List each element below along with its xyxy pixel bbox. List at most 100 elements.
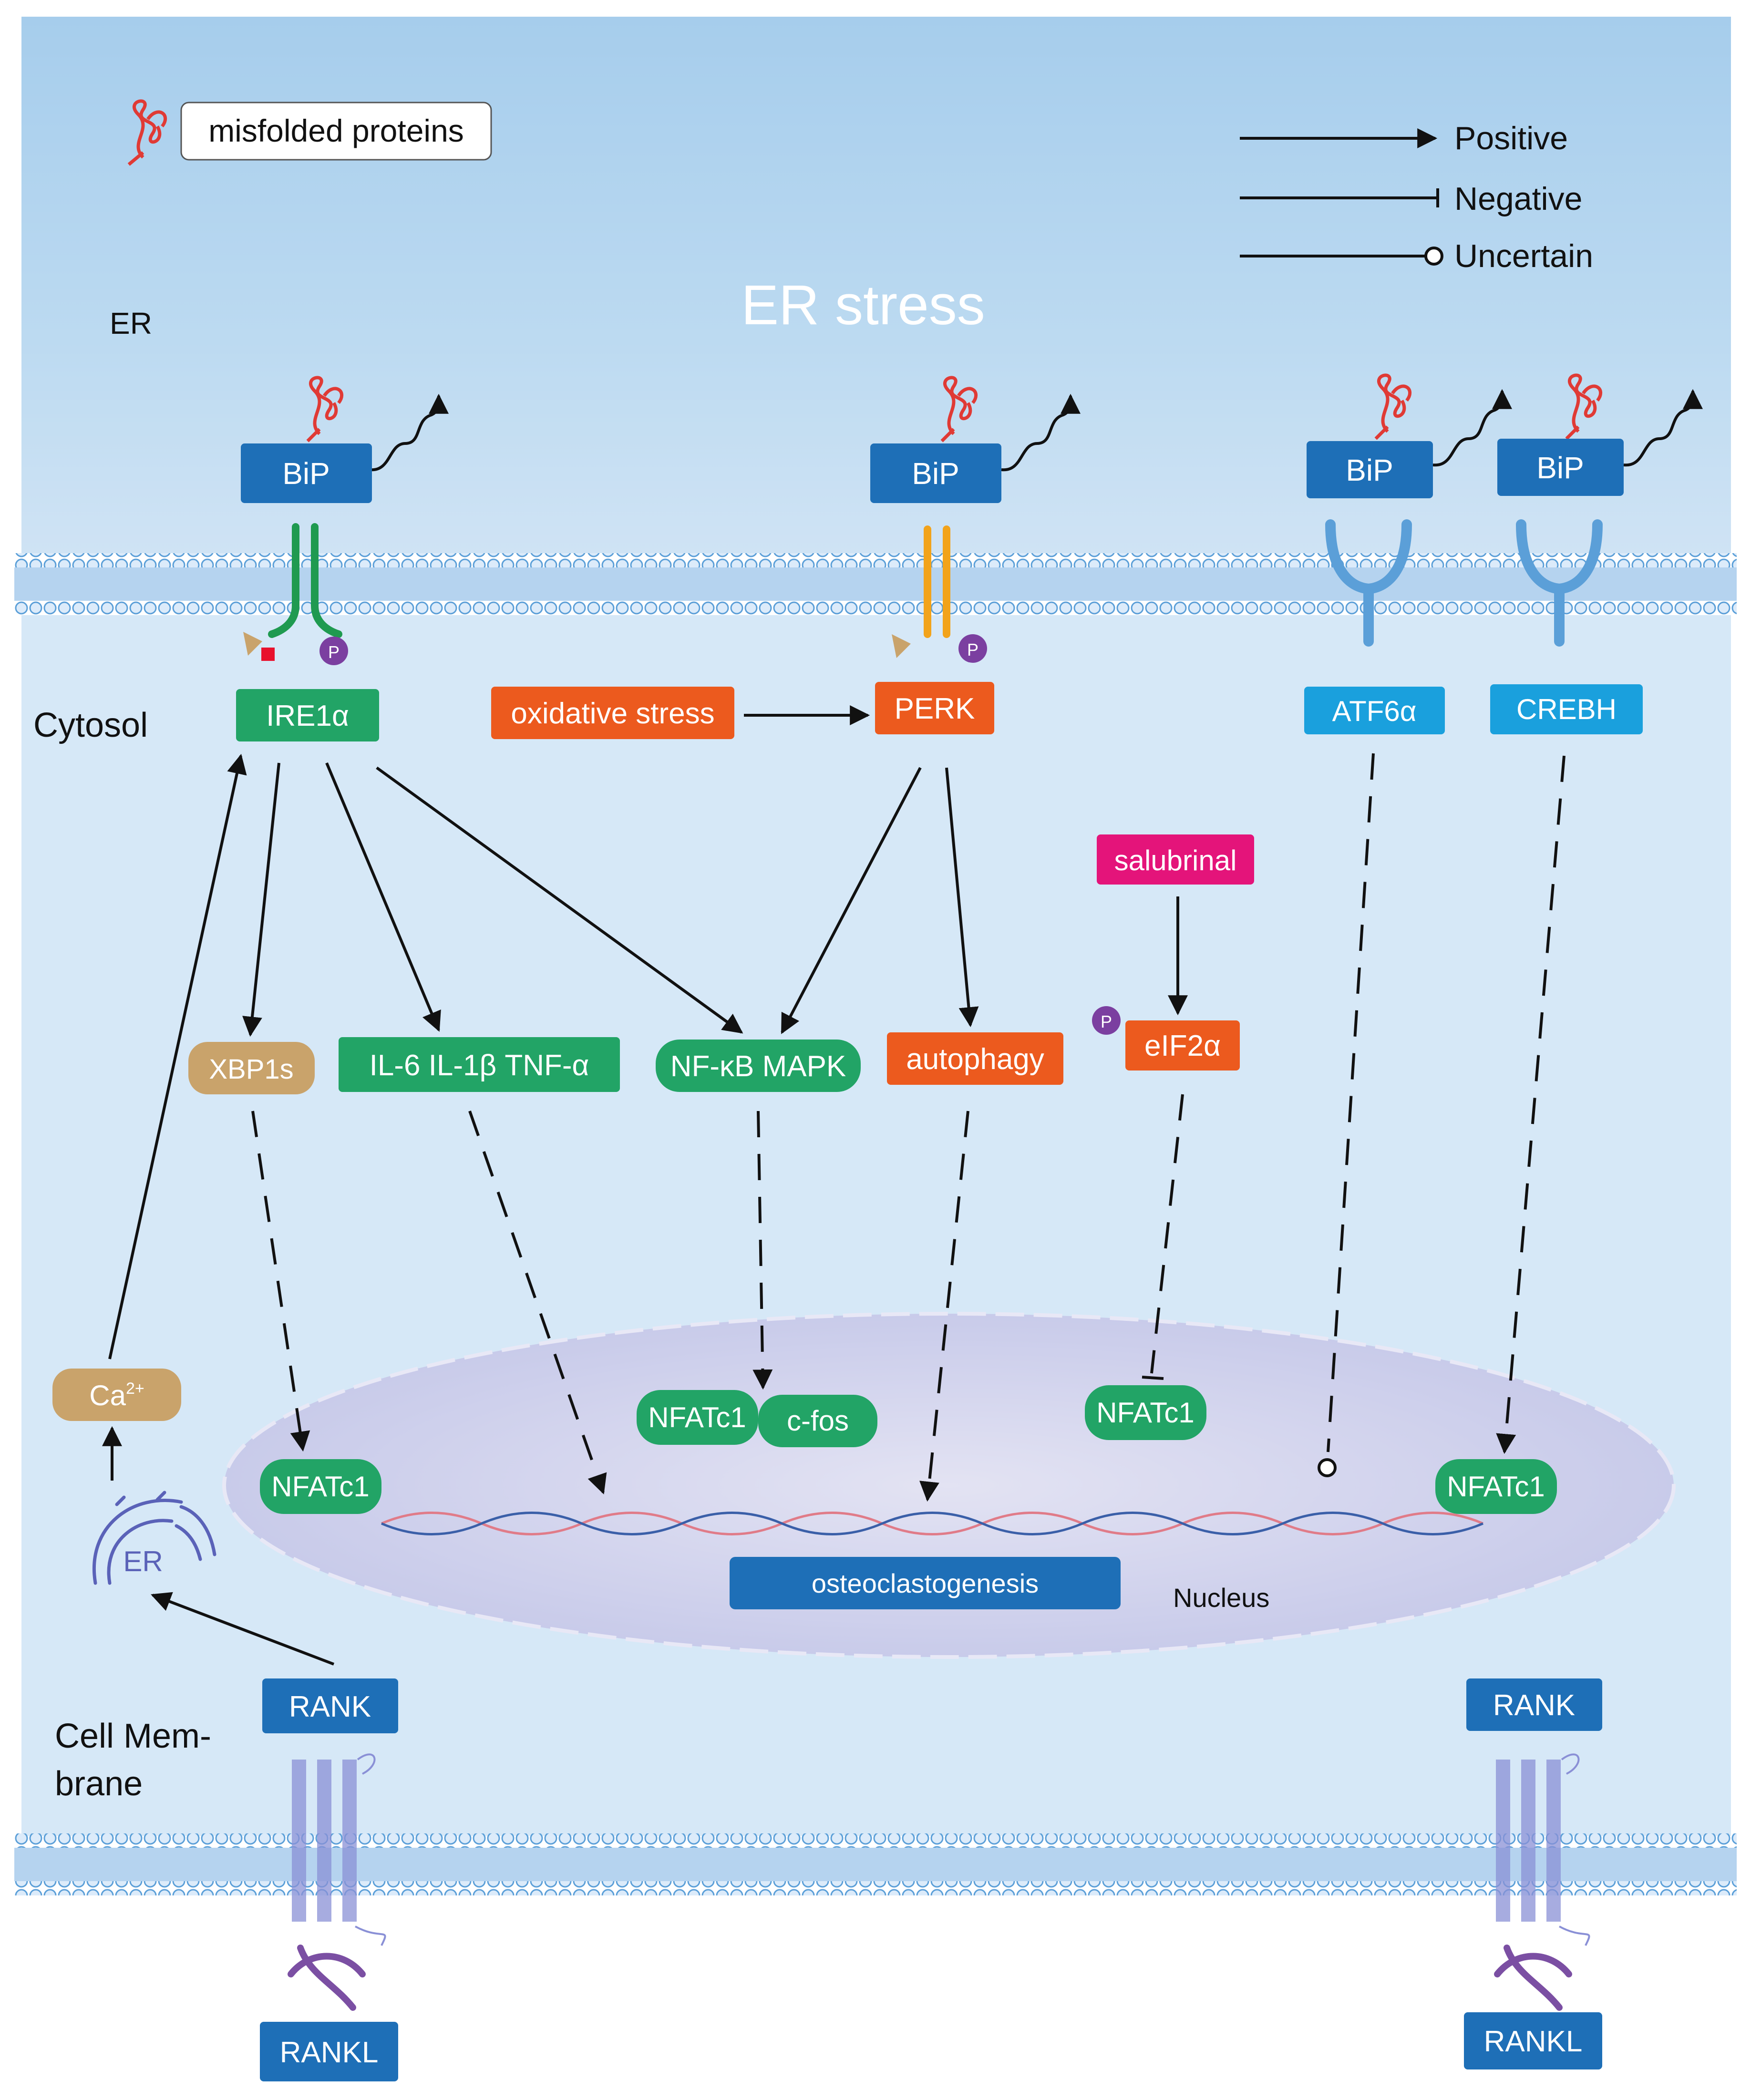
cell-membrane-label-1: Cell Mem- [55, 1717, 211, 1755]
autophagy-node: autophagy [887, 1032, 1063, 1085]
svg-text:BiP: BiP [282, 456, 330, 491]
nfkb-mapk-node: NF-κB MAPK [656, 1040, 861, 1092]
phospho-ire1: P [319, 637, 348, 665]
bip-group-atf6: BiP [1307, 373, 1513, 498]
misfolded-proteins-legend: misfolded proteins [127, 99, 492, 166]
legend-uncertain: Uncertain [1454, 238, 1593, 274]
svg-text:Ca2+: Ca2+ [89, 1379, 144, 1411]
svg-text:BiP: BiP [1536, 451, 1584, 485]
crebh-receptor [1516, 519, 1603, 647]
svg-text:eIF2α: eIF2α [1144, 1029, 1221, 1062]
dashed-autophagy-to-dna [919, 1111, 969, 1502]
svg-text:NFATc1: NFATc1 [271, 1471, 370, 1503]
arrow-ire1-to-nfkb [376, 766, 743, 1034]
ca-node: Ca2+ [52, 1369, 181, 1421]
svg-text:RANKL: RANKL [1484, 2025, 1583, 2058]
svg-text:RANKL: RANKL [280, 2036, 379, 2069]
dashed-eif2a-to-nfatc1-negative [1150, 1094, 1184, 1374]
dashed-xbp1s-to-nfatc1 [251, 1111, 310, 1452]
svg-text:NFATc1: NFATc1 [1096, 1397, 1195, 1429]
ire1-receptor [268, 523, 342, 638]
cytosol-label: Cytosol [33, 706, 148, 744]
nucleus [222, 1312, 1676, 1659]
svg-text:P: P [1101, 1012, 1112, 1031]
svg-text:BiP: BiP [912, 456, 959, 491]
svg-text:autophagy: autophagy [906, 1043, 1044, 1076]
svg-text:IL-6 IL-1β TNF-α: IL-6 IL-1β TNF-α [370, 1049, 589, 1082]
negative-tee [1142, 1376, 1164, 1380]
legend-positive: Positive [1454, 120, 1568, 156]
nfatc1-node-3: NFATc1 [1085, 1385, 1206, 1440]
arrow-perk-to-nfkb [781, 767, 922, 1034]
rank-receptor-right: RANK [1466, 1678, 1602, 2011]
svg-text:P: P [967, 640, 978, 659]
bip-box [1307, 441, 1433, 498]
xbp1s-node: XBP1s [188, 1042, 315, 1094]
arrow-ca-to-ire1 [108, 753, 247, 1359]
positive-arrows [102, 705, 1188, 1666]
arrow-perk-to-autophagy [945, 767, 979, 1028]
cytokines-node: IL-6 IL-1β TNF-α [339, 1037, 620, 1092]
bip-group-crebh: BiP [1497, 373, 1703, 496]
dashed-nfkb-to-nfatc1 [752, 1111, 773, 1390]
cfos-node: c-fos [758, 1395, 877, 1447]
dna-helix [381, 1512, 1483, 1535]
svg-text:c-fos: c-fos [787, 1405, 849, 1437]
svg-text:RANK: RANK [289, 1690, 371, 1723]
rankl-left: RANKL [260, 2022, 398, 2081]
svg-text:salubrinal: salubrinal [1114, 844, 1237, 876]
bip-group-ire1: BiP [241, 376, 449, 503]
bip-box [241, 443, 372, 503]
cell-membrane [14, 1833, 1737, 1895]
osteoclastogenesis-node: osteoclastogenesis [730, 1557, 1121, 1609]
rank-receptor-left: RANK [262, 1678, 398, 2011]
dashed-cytokines-to-dna [468, 1111, 607, 1494]
kinase-triangle-ire1 [243, 632, 262, 656]
nfatc1-node-2: NFATc1 [637, 1390, 758, 1445]
bip-box [1497, 439, 1624, 496]
svg-text:NF-κB MAPK: NF-κB MAPK [670, 1050, 846, 1083]
misfolded-protein-icon [127, 99, 167, 166]
crebh-node: CREBH [1490, 684, 1643, 734]
dashed-crebh-to-nfatc1 [1496, 755, 1566, 1454]
ire1a-node: IRE1α [236, 689, 379, 741]
eif2a-node: eIF2α [1125, 1020, 1240, 1071]
arrow-ire1-to-cytokines [325, 762, 441, 1032]
salubrinal-node: salubrinal [1097, 834, 1254, 885]
kinase-triangle-perk [892, 634, 911, 658]
svg-text:CREBH: CREBH [1516, 693, 1617, 725]
svg-text:ATF6α: ATF6α [1332, 695, 1417, 727]
dashed-atf6-to-nucleus-uncertain [1327, 753, 1375, 1452]
phospho-perk: P [958, 634, 987, 663]
legend-negative: Negative [1454, 181, 1582, 217]
er-membrane [14, 553, 1737, 615]
svg-text:P: P [328, 642, 340, 662]
svg-text:oxidative stress: oxidative stress [511, 697, 714, 730]
svg-text:NFATc1: NFATc1 [648, 1401, 746, 1433]
perk-node: PERK [875, 682, 994, 734]
er-region-label: ER [110, 306, 152, 340]
svg-text:NFATc1: NFATc1 [1447, 1471, 1545, 1503]
svg-text:misfolded proteins: misfolded proteins [208, 113, 464, 148]
small-er-organelle [93, 1491, 216, 1585]
small-er-label: ER [123, 1545, 163, 1577]
oxidative-stress-node: oxidative stress [491, 687, 734, 739]
bip-group-perk: BiP [870, 376, 1081, 503]
arrow-ire1-to-xbp1s [242, 762, 280, 1037]
svg-text:osteoclastogenesis: osteoclastogenesis [812, 1568, 1039, 1598]
nfatc1-node-1: NFATc1 [260, 1459, 381, 1514]
er-stress-title: ER stress [741, 274, 985, 337]
arrow-legend: Positive Negative Uncertain [1240, 120, 1593, 274]
phospho-eif2a: P [1092, 1006, 1121, 1035]
svg-text:RANK: RANK [1493, 1689, 1575, 1722]
perk-receptor [924, 525, 950, 638]
nfatc1-node-4: NFATc1 [1435, 1459, 1557, 1514]
rankl-right: RANKL [1464, 2012, 1602, 2069]
svg-text:XBP1s: XBP1s [209, 1054, 293, 1085]
svg-text:IRE1α: IRE1α [266, 700, 349, 732]
nucleus-label: Nucleus [1173, 1583, 1269, 1613]
dashed-arrows [251, 753, 1566, 1502]
arrow-rank-to-er [151, 1592, 335, 1666]
cell-membrane-label-2: brane [55, 1765, 143, 1803]
